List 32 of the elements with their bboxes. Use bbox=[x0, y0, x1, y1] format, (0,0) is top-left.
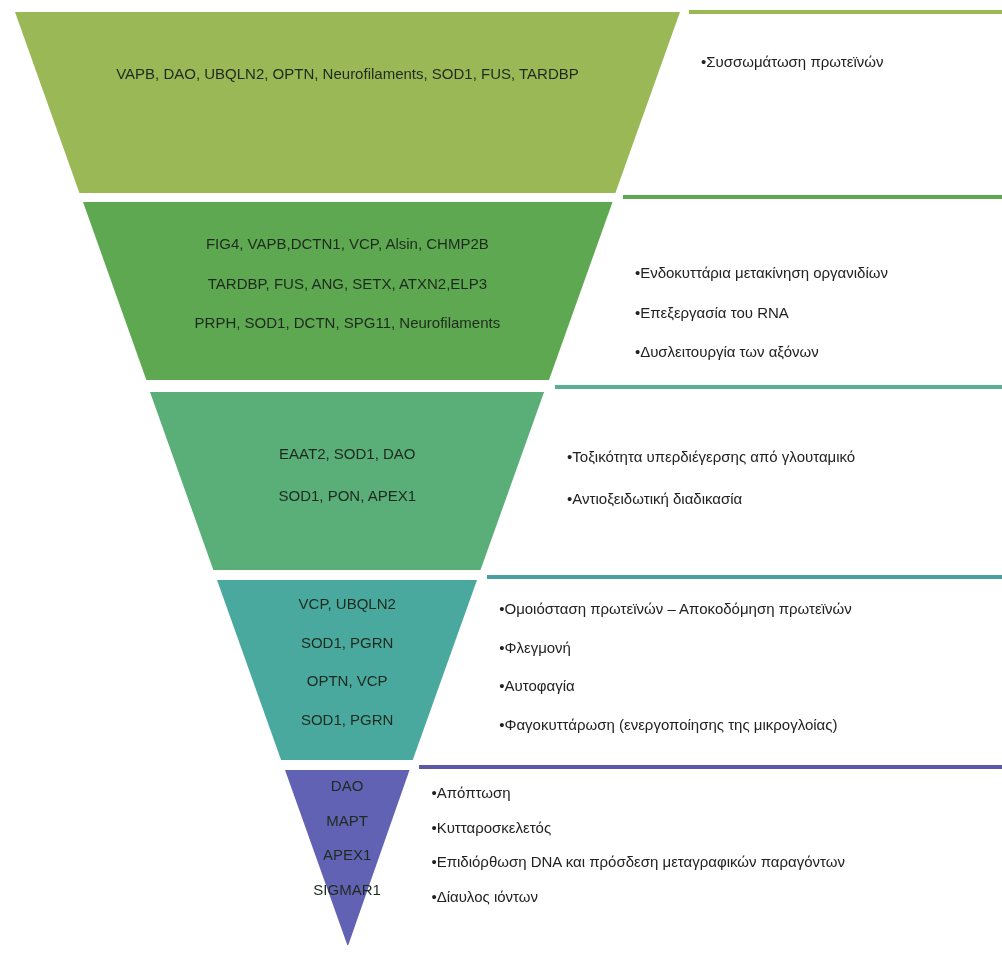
bullet-item: •Συσσωμάτωση πρωτεϊνών bbox=[700, 52, 885, 72]
gene-list: OPTN, VCP bbox=[306, 671, 388, 691]
gene-list: SOD1, PGRN bbox=[300, 632, 394, 652]
funnel-tier bbox=[217, 580, 478, 760]
bullet-item: •Επιδιόρθωση DNA και πρόσδεση μεταγραφικών παραγόντων bbox=[431, 852, 846, 872]
gene-list: APEX1 bbox=[322, 845, 372, 865]
bullet-item: •Αυτοφαγία bbox=[499, 676, 576, 696]
funnel-tier bbox=[82, 202, 613, 380]
bullet-item: •Δυσλειτουργία των αξόνων bbox=[634, 342, 820, 362]
gene-list: DAO bbox=[330, 776, 364, 796]
gene-list: TARDBP, FUS, ANG, SETX, ATXN2,ELP3 bbox=[207, 273, 487, 293]
gene-list: VCP, UBQLN2 bbox=[298, 594, 396, 614]
funnel-tier bbox=[15, 12, 680, 193]
bullet-item: •Απόπτωση bbox=[431, 783, 512, 803]
gene-list: VAPB, DAO, UBQLN2, OPTN, Neurofilaments, SOD1, FUS, TARDBP bbox=[116, 64, 579, 84]
gene-list: FIG4, VAPB,DCTN1, VCP, Alsin, CHMP2B bbox=[205, 234, 489, 254]
bullet-item: •Τοξικότητα υπερδιέγερσης από γλουταμικό bbox=[567, 447, 857, 467]
bullet-item: •Κυτταροσκελετός bbox=[431, 817, 553, 837]
bullet-item: •Ομοιόσταση πρωτεϊνών – Αποκοδόμηση πρωτεϊνών bbox=[499, 599, 853, 619]
bullet-item: •Δίαυλος ιόντων bbox=[431, 886, 539, 906]
gene-list: PRPH, SOD1, DCTN, SPG11, Neurofilaments bbox=[194, 313, 501, 333]
bullet-item: •Επεξεργασία του RNA bbox=[634, 302, 790, 322]
gene-list: SOD1, PGRN bbox=[300, 709, 394, 729]
gene-list: EAAT2, SOD1, DAO bbox=[279, 444, 416, 464]
bullet-item: •Φαγοκυττάρωση (ενεργοποίησης της μικρογλοίας) bbox=[499, 714, 839, 734]
bullet-item: •Αντιοξειδωτική διαδικασία bbox=[567, 488, 744, 508]
gene-list: MAPT bbox=[326, 810, 368, 830]
bullet-item: •Ενδοκυττάρια μετακίνηση οργανιδίων bbox=[634, 263, 889, 283]
bullet-item: •Φλεγμονή bbox=[499, 637, 572, 657]
funnel-tier bbox=[150, 392, 545, 570]
funnel-tier bbox=[284, 770, 410, 945]
gene-list: SOD1, PON, APEX1 bbox=[278, 485, 417, 505]
